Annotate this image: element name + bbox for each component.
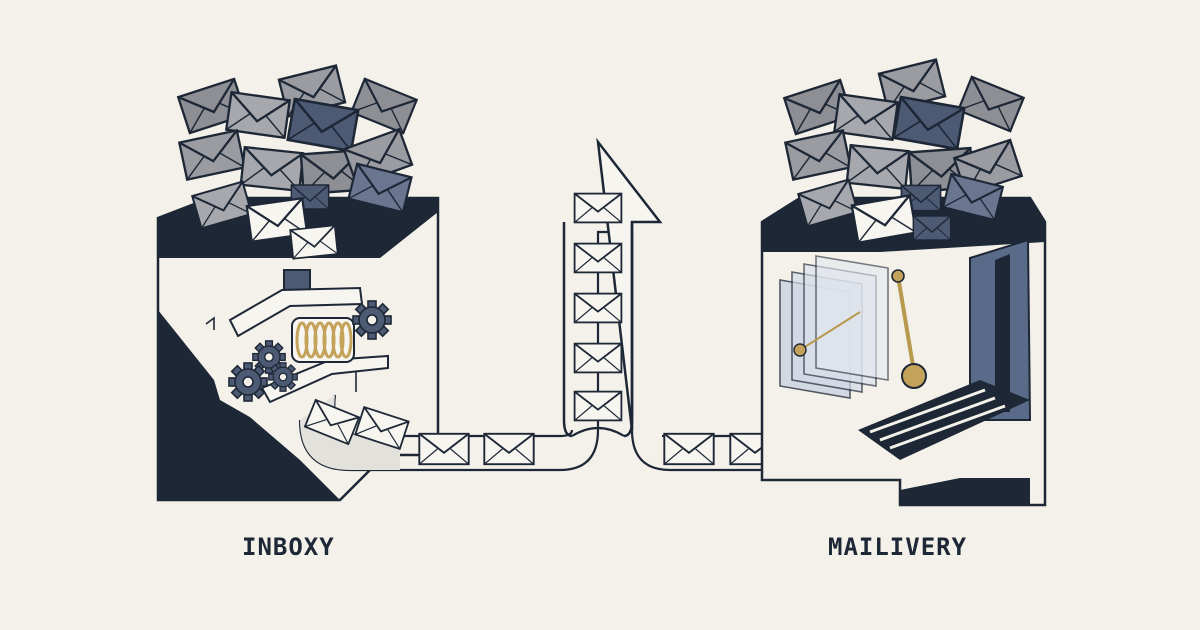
gear-icon	[228, 362, 268, 402]
envelope-icon	[573, 242, 623, 274]
gear-icon	[268, 362, 298, 392]
envelope-icon	[573, 192, 623, 224]
glass-panes	[779, 255, 889, 399]
envelope-icon	[892, 95, 966, 151]
envelope-icon	[957, 75, 1025, 133]
mailivery-machine	[760, 196, 1047, 507]
envelope-icon	[286, 97, 360, 153]
inboxy-label: INBOXY	[242, 533, 335, 561]
envelope-icon	[178, 129, 246, 181]
envelope-icon	[784, 129, 852, 181]
inboxy-machine	[156, 196, 440, 502]
envelope-icon	[845, 143, 911, 191]
envelope-icon	[573, 342, 623, 374]
envelope-icon	[483, 432, 535, 466]
envelope-icon	[418, 432, 470, 466]
envelope-icon	[289, 224, 339, 260]
envelope-icon	[573, 390, 623, 422]
envelope-icon	[663, 432, 715, 466]
mailivery-envelope-pile	[783, 58, 1025, 244]
spring-icon	[291, 317, 355, 363]
envelope-icon	[912, 215, 952, 241]
envelope-icon	[573, 292, 623, 324]
pendulum-icon	[891, 269, 927, 389]
envelope-icon	[350, 77, 418, 135]
gear-icon	[352, 300, 392, 340]
mailivery-label: MAILIVERY	[828, 533, 968, 561]
